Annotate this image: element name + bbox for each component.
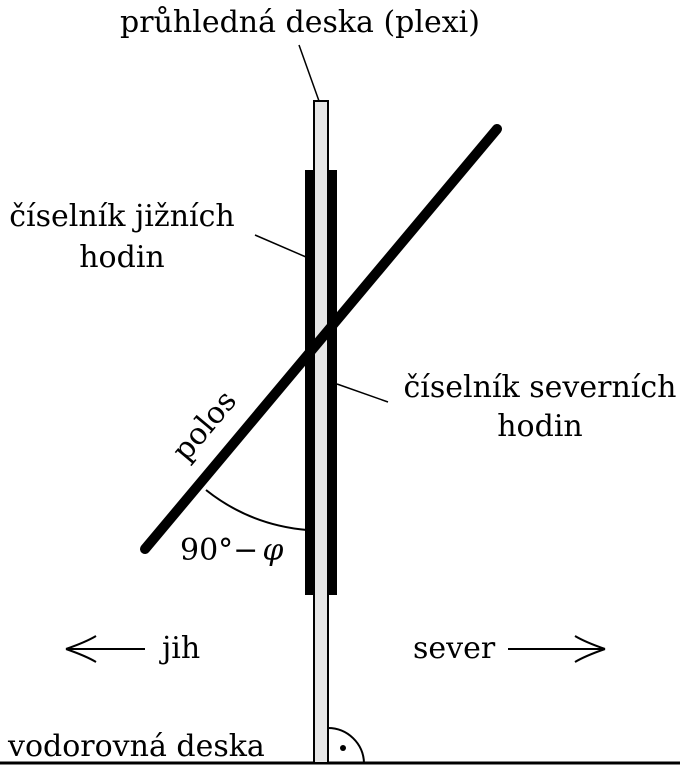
right-angle-dot <box>340 745 346 751</box>
south-dial-leader-line <box>254 234 307 258</box>
gnomon-rod <box>140 124 502 554</box>
south-label: jih <box>159 631 200 666</box>
plexi-plate <box>313 100 329 764</box>
south-dial-label-line1: číselník jižních <box>9 199 235 234</box>
north-dial-plate <box>328 170 337 595</box>
south-dial-label-line2: hodin <box>79 240 165 275</box>
angle-arc <box>205 489 308 531</box>
angle-label: 90°−φ <box>180 533 283 568</box>
north-dial-leader-line <box>336 383 389 403</box>
north-dial-label-line2: hodin <box>497 409 583 444</box>
plexi-leader-line <box>298 44 320 102</box>
gnomon-label: polos <box>165 384 243 468</box>
south-arrow-icon <box>65 635 145 663</box>
plexi-label: průhledná deska (plexi) <box>120 5 480 40</box>
north-dial-label-line1: číselník severních <box>403 370 676 405</box>
angle-value: 90°− <box>180 533 258 568</box>
north-arrow-icon <box>508 635 606 663</box>
north-label: sever <box>413 631 496 666</box>
right-angle-arc <box>327 727 365 764</box>
horizontal-board-label: vodorovná deska <box>7 729 265 764</box>
south-dial-plate <box>305 170 314 595</box>
angle-symbol: φ <box>262 533 283 568</box>
